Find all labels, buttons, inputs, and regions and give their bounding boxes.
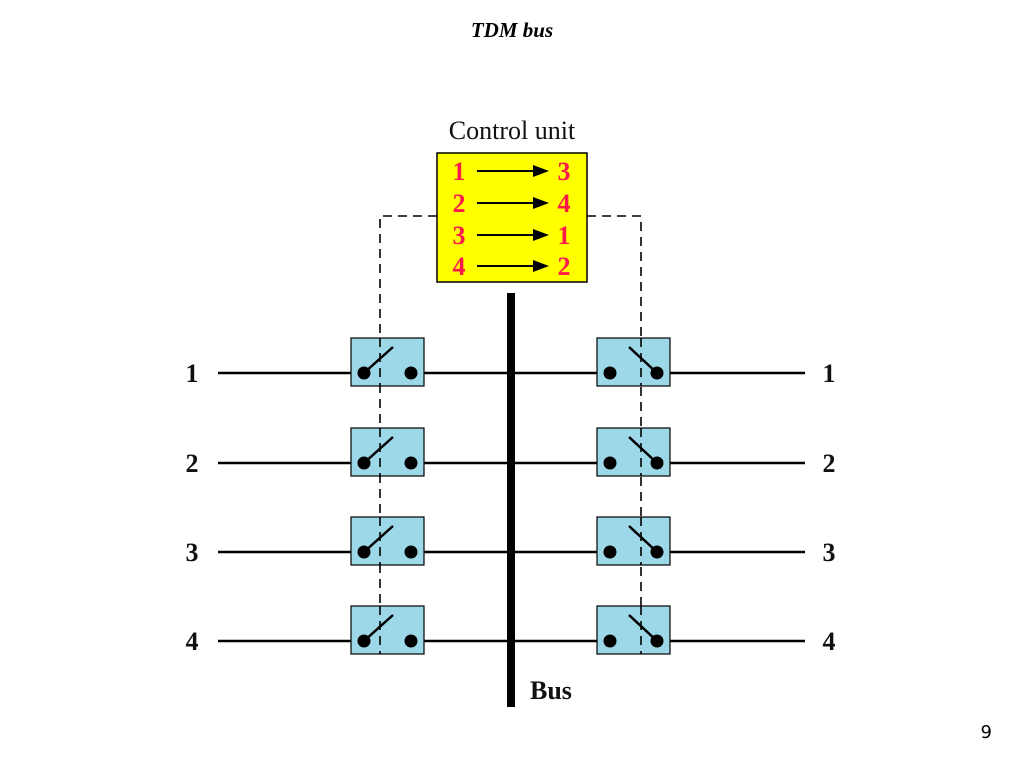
output-line-label: 3 bbox=[823, 538, 836, 567]
switch-contact bbox=[650, 456, 664, 470]
mapping-arrow-head bbox=[533, 229, 549, 241]
switch-contact bbox=[650, 366, 664, 380]
switch-contact bbox=[357, 634, 371, 648]
mapping-source: 1 bbox=[453, 157, 466, 186]
mapping-arrow-head bbox=[533, 165, 549, 177]
mapping-source: 2 bbox=[453, 189, 466, 218]
switch-contact bbox=[357, 366, 371, 380]
switch-contact bbox=[404, 545, 418, 559]
switch-contact bbox=[404, 634, 418, 648]
output-line-label: 1 bbox=[823, 359, 836, 388]
switch-contact bbox=[404, 366, 418, 380]
input-switch bbox=[350, 516, 425, 566]
slide-title: TDM bus bbox=[470, 18, 554, 42]
input-switch bbox=[350, 605, 425, 655]
input-line-label: 2 bbox=[186, 449, 199, 478]
switch-contact bbox=[603, 366, 617, 380]
output-switch bbox=[596, 605, 671, 655]
input-switch bbox=[350, 337, 425, 387]
output-line-label: 4 bbox=[823, 627, 836, 656]
input-line-label: 1 bbox=[186, 359, 199, 388]
switch-contact bbox=[404, 456, 418, 470]
mapping-arrow-head bbox=[533, 197, 549, 209]
switch-contact bbox=[650, 634, 664, 648]
output-switch bbox=[596, 427, 671, 477]
mapping-source: 3 bbox=[453, 221, 466, 250]
switch-contact bbox=[650, 545, 664, 559]
output-switch bbox=[596, 337, 671, 387]
control-unit-label: Control unit bbox=[449, 116, 576, 145]
control-unit-box bbox=[436, 152, 588, 283]
mapping-destination: 1 bbox=[558, 221, 571, 250]
mapping-destination: 2 bbox=[558, 252, 571, 281]
output-switch bbox=[596, 516, 671, 566]
control-line-right bbox=[587, 215, 642, 642]
switch-contact bbox=[603, 456, 617, 470]
mapping-arrow-head bbox=[533, 260, 549, 272]
bus-label: Bus bbox=[530, 676, 572, 705]
switch-contact bbox=[357, 456, 371, 470]
control-lines bbox=[379, 215, 642, 642]
switch-contact bbox=[357, 545, 371, 559]
mapping-destination: 4 bbox=[558, 189, 571, 218]
input-switch bbox=[350, 427, 425, 477]
mapping-source: 4 bbox=[453, 252, 466, 281]
switch-contact bbox=[603, 634, 617, 648]
input-line-label: 3 bbox=[186, 538, 199, 567]
output-line-label: 2 bbox=[823, 449, 836, 478]
control-line-left bbox=[379, 215, 437, 642]
input-line-label: 4 bbox=[186, 627, 199, 656]
switch-contact bbox=[603, 545, 617, 559]
mapping-destination: 3 bbox=[558, 157, 571, 186]
page-number: 9 bbox=[980, 722, 992, 743]
